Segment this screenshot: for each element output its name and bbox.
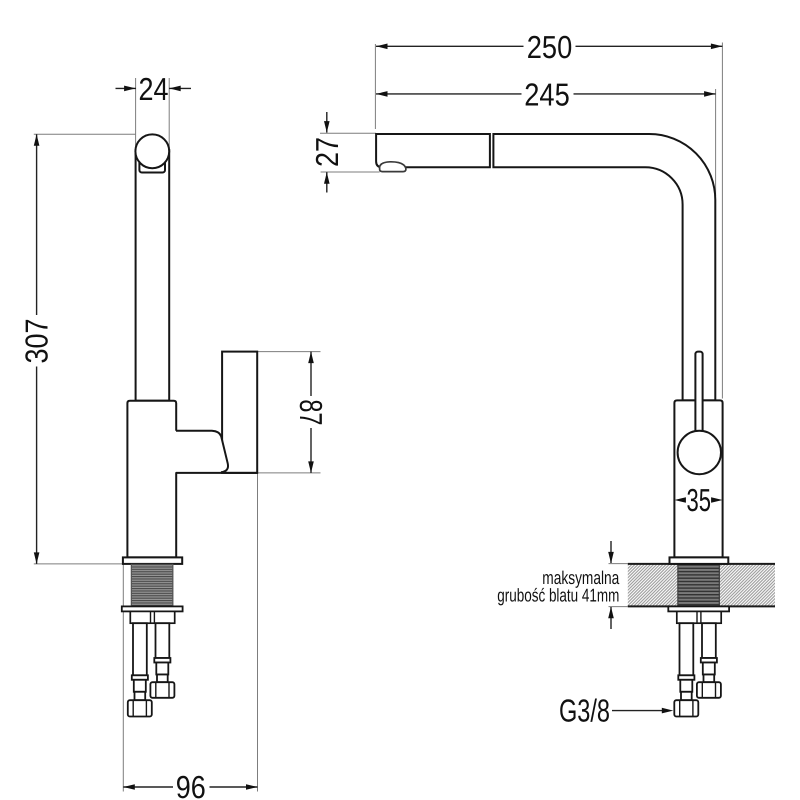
svg-text:maksymalna: maksymalna bbox=[542, 567, 620, 588]
svg-text:245: 245 bbox=[524, 77, 570, 113]
svg-text:307: 307 bbox=[19, 319, 55, 364]
svg-text:G3/8: G3/8 bbox=[559, 693, 610, 729]
svg-text:grubość blatu 41mm: grubość blatu 41mm bbox=[497, 585, 619, 606]
svg-text:96: 96 bbox=[176, 769, 206, 800]
svg-text:35: 35 bbox=[687, 482, 712, 518]
svg-text:27: 27 bbox=[309, 137, 345, 167]
svg-text:250: 250 bbox=[527, 29, 573, 65]
svg-text:87: 87 bbox=[293, 399, 329, 425]
svg-text:24: 24 bbox=[139, 71, 169, 107]
